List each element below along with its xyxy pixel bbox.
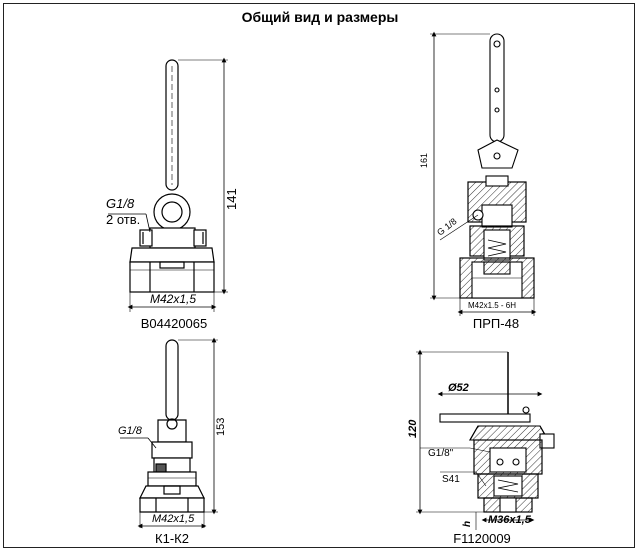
drawing-b04420065	[108, 57, 228, 312]
k1k2-base-dim: M42x1,5	[152, 513, 195, 525]
b0442-base-dim: M42x1,5	[150, 292, 196, 306]
k1k2-height-dim: 153	[215, 418, 227, 436]
f1120-base-dim: M36x1,5	[488, 514, 532, 526]
f1120-thread-label: G1/8"	[428, 448, 454, 459]
drawing-frame	[3, 3, 635, 548]
drawing-prp48	[430, 31, 537, 316]
f1120-dia-dim: Ø52	[448, 382, 469, 394]
caption-b04420065: B04420065	[140, 316, 208, 331]
caption-f1120009: F1120009	[453, 531, 511, 546]
drawing-k1k2	[120, 337, 218, 529]
f1120-h-label: h	[462, 521, 473, 527]
drawing-f1120009	[416, 349, 555, 530]
b0442-thread-label: G1/8	[106, 196, 135, 211]
caption-k1k2: К1-К2	[155, 531, 189, 546]
b0442-height-dim: 141	[224, 188, 239, 210]
prp48-height-dim: 161	[419, 153, 429, 168]
caption-prp48: ПРП-48	[472, 316, 520, 331]
k1k2-thread-label: G1/8	[118, 425, 143, 437]
prp48-base-dim: M42x1.5 - 6H	[468, 301, 516, 310]
b0442-holes-label: 2 отв.	[106, 212, 140, 227]
prp48-thread-label: G 1/8	[435, 216, 459, 237]
f1120-wrench-label: S41	[442, 474, 460, 485]
drawing-title: Общий вид и размеры	[241, 9, 399, 25]
f1120-height-dim: 120	[407, 419, 419, 438]
